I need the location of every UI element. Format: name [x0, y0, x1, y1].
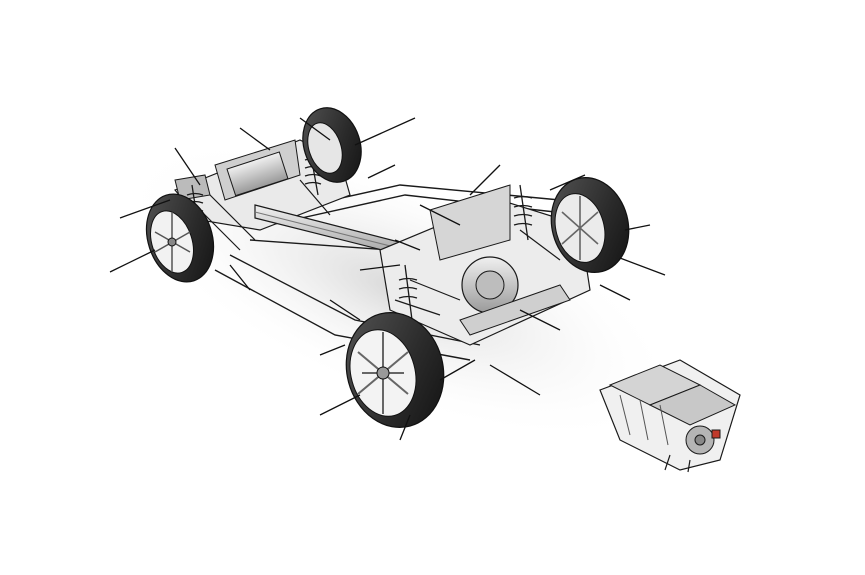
rear-subframe [174, 139, 351, 251]
wheel-rear-right [302, 107, 362, 183]
front-subframe [379, 184, 591, 346]
wheel-front-right [550, 177, 630, 273]
wheel-rear-left [145, 193, 215, 283]
wheel-front-left [345, 312, 445, 428]
callout-leader-lines [109, 117, 666, 441]
engine-block [599, 359, 741, 473]
damper-front [398, 184, 533, 321]
